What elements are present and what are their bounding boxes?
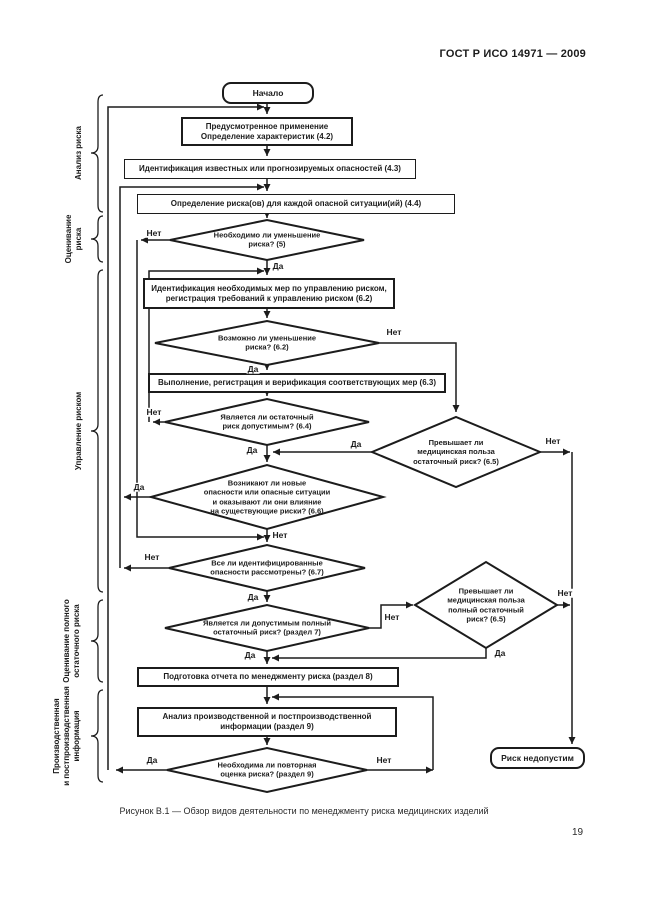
loop-d5-no-to-d67 (136, 240, 264, 541)
diamond-new-hazards (147, 463, 387, 531)
brace-overall-residual (90, 599, 104, 683)
node-risk-management-report: Подготовка отчета по менеджменту риска (… (137, 667, 399, 687)
page-number: 19 (572, 827, 584, 838)
node-hazard-identification: Идентификация известных или прогнозируем… (124, 159, 416, 179)
edge-d65b-yes (272, 648, 487, 662)
edge-label-d64-no: Нет (145, 406, 163, 417)
loop-back-to-estimation (119, 183, 264, 568)
edge-label-d62-yes: Да (246, 363, 260, 374)
node-control-measures: Идентификация необходимых мер по управле… (143, 278, 395, 309)
edge-label-d9-no: Нет (375, 754, 393, 765)
diamond-residual-acceptable (164, 397, 370, 447)
figure-caption: Рисунок В.1 — Обзор видов деятельности п… (119, 806, 489, 816)
edge-label-d66-yes: Да (132, 481, 146, 492)
diamond-all-hazards (168, 543, 366, 593)
brace-risk-analysis (90, 94, 104, 213)
diamond-benefit-residual (369, 415, 543, 489)
edge-label-d65a-yes: Да (349, 438, 363, 449)
edge-label-d64-yes: Да (245, 444, 259, 455)
edge-label-d5-no: Нет (145, 227, 163, 238)
page-header: ГОСТ Р ИСО 14971 — 2009 (439, 48, 586, 60)
node-risk-unacceptable: Риск недопустим (490, 747, 585, 769)
brace-risk-evaluation (90, 215, 104, 263)
node-start: Начало (222, 82, 314, 104)
edge-label-d7-yes: Да (243, 649, 257, 660)
stage-label-risk-control: Управление риском (74, 391, 83, 471)
node-post-production-info: Анализ производственной и постпроизводст… (137, 707, 397, 737)
diamond-reduction-possible (154, 319, 380, 367)
edge-label-d65b-no: Нет (556, 587, 574, 598)
node-implementation: Выполнение, регистрация и верификация со… (148, 373, 446, 393)
diamond-reassessment-needed (166, 746, 368, 794)
brace-production-info (90, 689, 104, 783)
edge-d7-no (369, 601, 413, 629)
edge-label-d9-yes: Да (145, 754, 159, 765)
edge-label-d66-no: Нет (271, 529, 289, 540)
edge-d62-no (379, 342, 460, 412)
loop-d9-no-to-postproduction (272, 693, 434, 770)
edge-label-d7-no: Нет (383, 611, 401, 622)
loop-d64-no-to-measures (148, 267, 264, 422)
edge-label-d5-yes: Да (271, 260, 285, 271)
stage-label-risk-analysis: Анализ риска (74, 126, 83, 180)
edge-label-d67-yes: Да (246, 591, 260, 602)
edge-label-d65b-yes: Да (493, 647, 507, 658)
diamond-benefit-overall (413, 560, 559, 650)
node-risk-estimation: Определение риска(ов) для каждой опасной… (137, 194, 455, 214)
loop-reassessment-to-top (107, 103, 264, 770)
brace-risk-control (90, 269, 104, 593)
edge-label-d67-no: Нет (143, 551, 161, 562)
diamond-overall-acceptable (164, 603, 370, 653)
edge-label-d65a-no: Нет (544, 435, 562, 446)
diamond-reduction-needed (169, 218, 365, 262)
edge-label-d62-no: Нет (385, 326, 403, 337)
